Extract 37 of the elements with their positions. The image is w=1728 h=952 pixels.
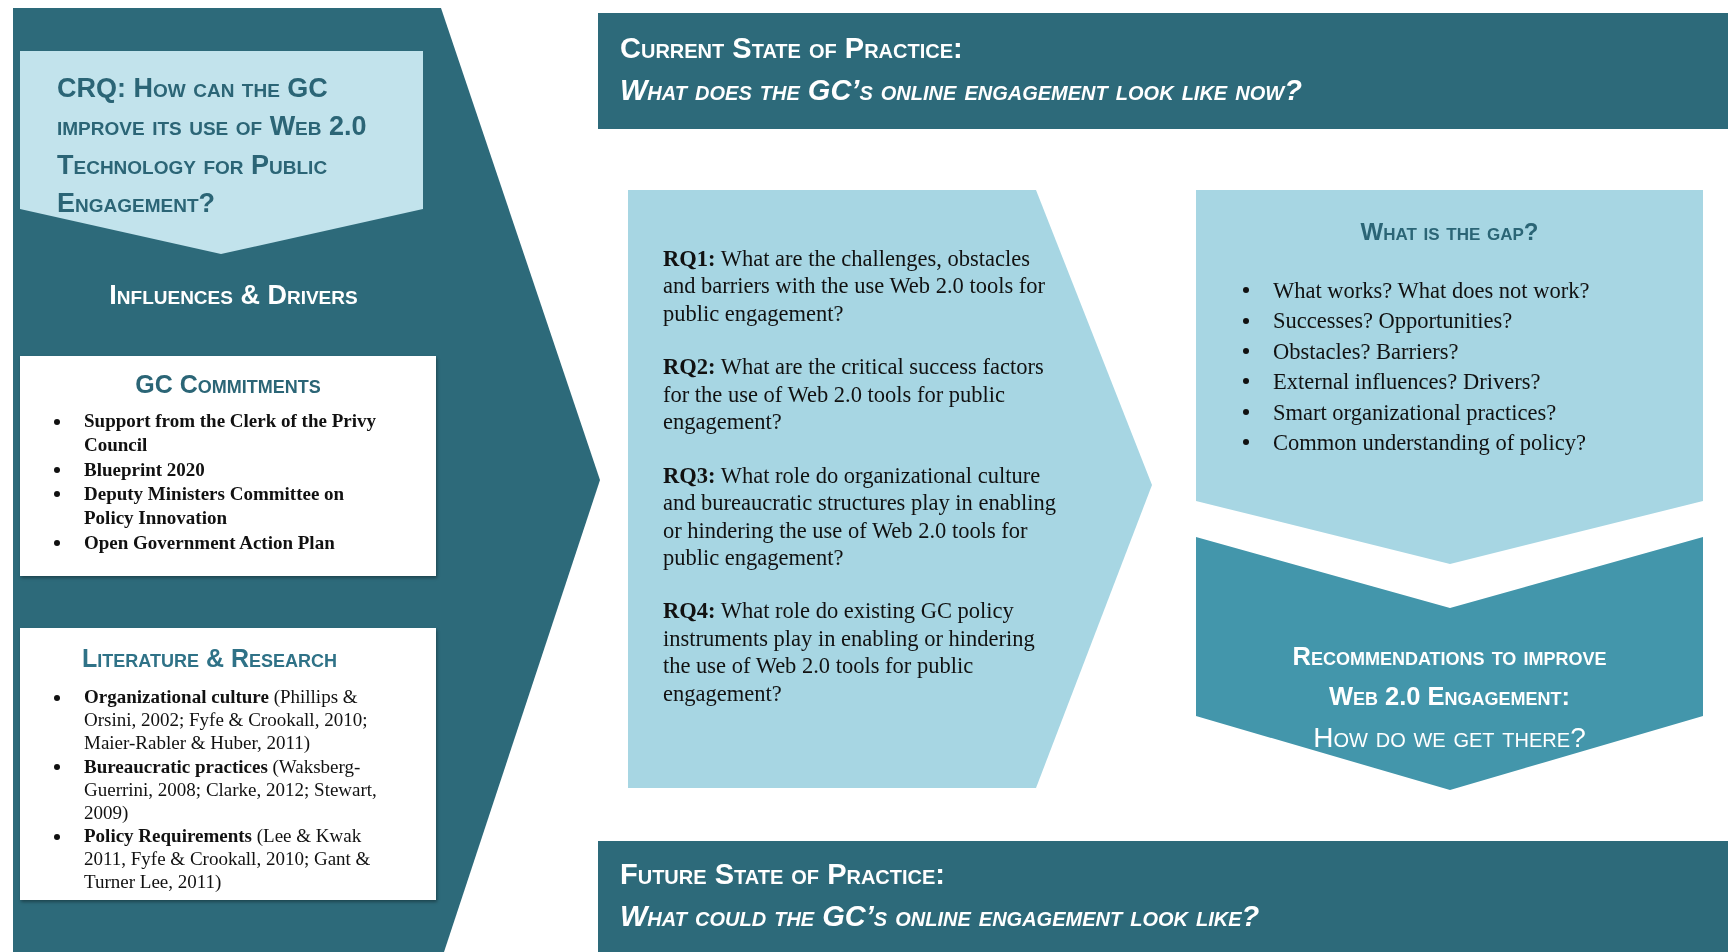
question-text: RQ4: What role do existing GC policy instruments play in enabling or hindering the use of Web 2.0 tools for public engagement?	[663, 597, 1036, 708]
chevron-panel	[1196, 537, 1703, 790]
footer-band	[598, 841, 1728, 952]
question-text: RQ1: What are the challenges, obstacles and barriers with the use Web 2.0 tools for public engagement?	[663, 245, 1047, 328]
heading: Future State of Practice:	[620, 857, 947, 892]
bullet-item: Bureaucratic practices (Waksberg-Guerrini, 2008; Clarke, 2012; Stewart, 2009)	[84, 754, 378, 825]
heading: CRQ: How can the GC improve its use of Web 2.0 Technology for Public Engagement?	[57, 72, 368, 220]
subheading: How do we get there?	[1312, 721, 1587, 756]
heading: What is the gap?	[1359, 218, 1540, 246]
bullet-item: Common understanding of policy?	[1273, 428, 1588, 457]
bullet-item: Open Government Action Plan	[84, 530, 336, 555]
heading: Current State of Practice:	[620, 31, 964, 66]
bullet-item: Blueprint 2020	[84, 457, 206, 482]
chevron-panel	[13, 8, 600, 952]
heading: GC Commitments	[134, 370, 322, 399]
bullet-item: Organizational culture (Phillips & Orsini, 2002; Fyfe & Crookall, 2010; Maier-Rabler & Huber, 2011)	[84, 685, 369, 755]
subheading: What could the GC’s online engagement look like?	[620, 899, 1261, 935]
question-banner	[20, 51, 423, 254]
bullet-item: Deputy Ministers Committee on Policy Innovation	[84, 481, 346, 531]
bullet-item: Policy Requirements (Lee & Kwak 2011, Fyfe & Crookall, 2010; Gant & Turner Lee, 2011)	[84, 824, 372, 894]
heading: Recommendations to improve Web 2.0 Engagement:	[1291, 641, 1608, 712]
bullet-item: What works? What does not work?	[1273, 277, 1591, 305]
pentagon-panel	[628, 190, 1152, 788]
bullet-item: Smart organizational practices?	[1273, 398, 1558, 427]
subheading: What does the GC’s online engagement look like now?	[620, 73, 1303, 109]
pentagon-panel	[1196, 190, 1703, 564]
bullet-item: Obstacles? Barriers?	[1273, 337, 1460, 366]
bullet-item: Successes? Opportunities?	[1273, 307, 1514, 336]
text-card	[20, 628, 436, 900]
question-text: RQ2: What are the critical success factors for the use of Web 2.0 tools for public engagement?	[663, 353, 1045, 436]
header-band	[598, 13, 1728, 129]
heading: Influences & Drivers	[108, 280, 359, 311]
question-text: RQ3: What role do organizational culture and bureaucratic structures play in enabling or hindering the use of Web 2.0 tools for public engagement?	[663, 461, 1057, 572]
bullet-item: External influences? Drivers?	[1273, 368, 1542, 397]
heading: Literature & Research	[81, 644, 338, 673]
bullet-item: Support from the Clerk of the Privy Council	[84, 409, 376, 458]
text-card	[20, 356, 436, 576]
